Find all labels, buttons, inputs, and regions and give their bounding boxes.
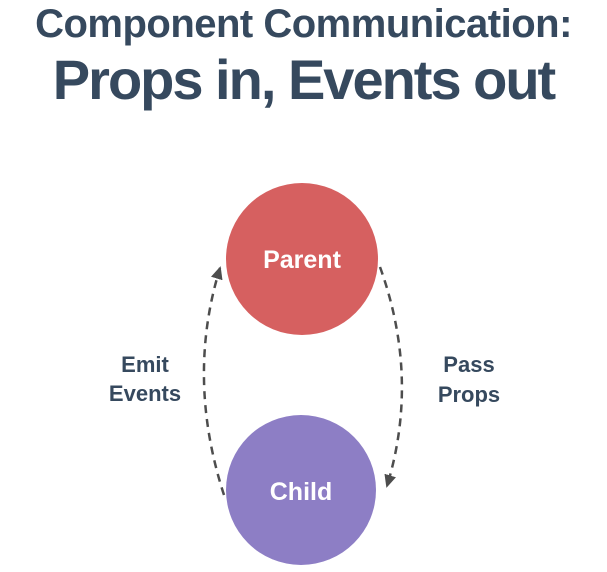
parent-node-circle <box>226 183 378 335</box>
child-node-circle <box>226 415 376 565</box>
emit-events-label-line1: Emit <box>121 352 169 377</box>
page-title-line1: Component Communication: <box>35 2 572 46</box>
pass-props-label-line2: Props <box>438 382 500 407</box>
emit-events-label-line2: Events <box>109 381 181 406</box>
parent-node-label: Parent <box>263 246 341 274</box>
pass-props-label-line1: Pass <box>443 352 494 377</box>
page-title-line2: Props in, Events out <box>52 48 556 111</box>
child-node-label: Child <box>270 478 333 506</box>
pass-props-arrow <box>378 266 404 488</box>
emit-events-arrow <box>202 266 226 496</box>
